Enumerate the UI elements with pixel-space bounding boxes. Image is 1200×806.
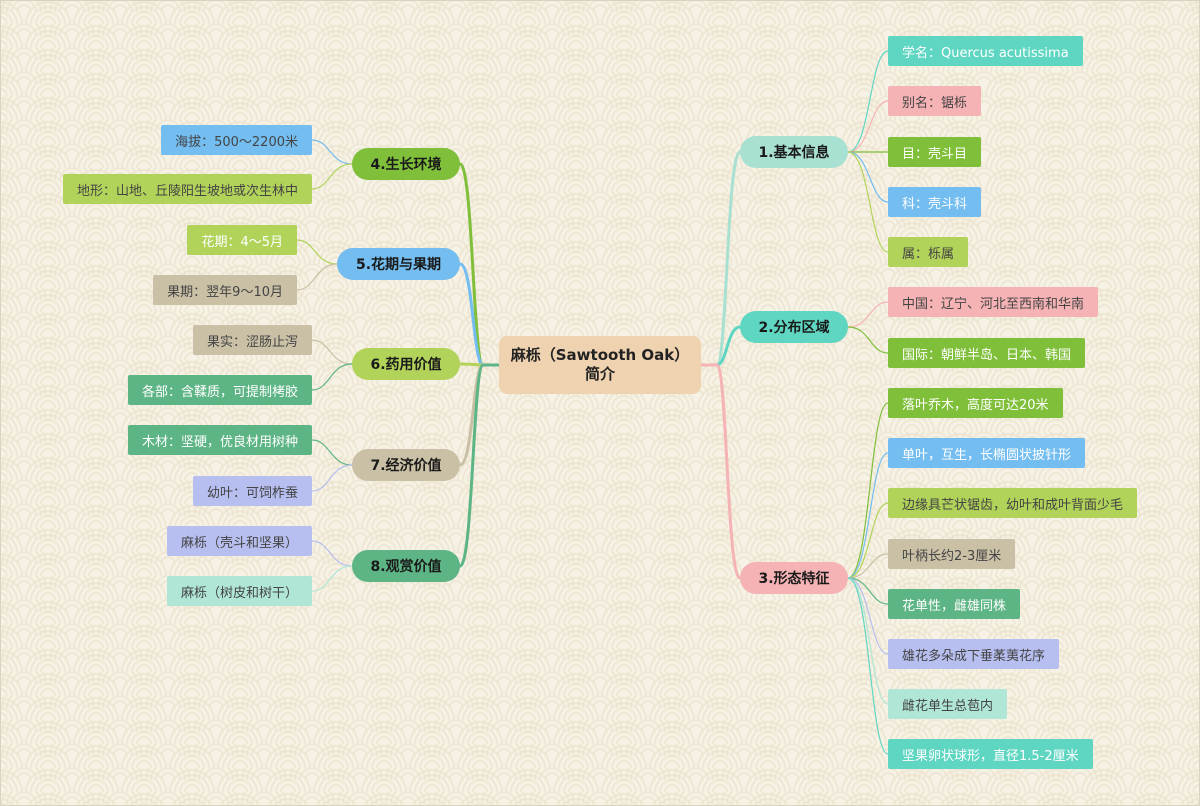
center-topic-title: 麻栎（Sawtooth Oak） (510, 346, 690, 364)
leaf-text: 花单性，雌雄同株 (902, 598, 1007, 614)
leaf-text: 国际：朝鲜半岛、日本、韩国 (902, 347, 1072, 363)
branch-label: 7.经济价值 (370, 458, 442, 474)
leaf-text: 落叶乔木，高度可达20米 (902, 397, 1049, 413)
leaf-ornamental-cupule[interactable]: 麻栎（壳斗和坚果） (166, 526, 312, 556)
branch-medicinal-value[interactable]: 6.药用价值 (352, 348, 460, 380)
leaf-text: 属：栎属 (902, 246, 955, 262)
leaf-family[interactable]: 科：壳斗科 (888, 187, 982, 217)
branch-label: 4.生长环境 (370, 157, 442, 173)
leaf-fruiting-period[interactable]: 果期：翌年9～10月 (153, 275, 297, 305)
branch-label: 3.形态特征 (758, 571, 830, 587)
leaf-text: 叶柄长约2-3厘米 (902, 548, 1002, 564)
leaf-young-leaves[interactable]: 幼叶：可饲柞蚕 (192, 476, 312, 506)
branch-label: 6.药用价值 (370, 357, 442, 373)
branch-flowering-fruiting[interactable]: 5.花期与果期 (337, 248, 460, 280)
leaf-medicinal-fruit[interactable]: 果实：涩肠止泻 (192, 325, 312, 355)
leaf-ornamental-bark[interactable]: 麻栎（树皮和树干） (166, 576, 312, 606)
leaf-order[interactable]: 目：壳斗目 (888, 137, 982, 167)
branch-economic-value[interactable]: 7.经济价值 (352, 449, 460, 481)
connector-line (296, 239, 338, 265)
leaf-text: 中国：辽宁、河北至西南和华南 (902, 296, 1085, 312)
branch-morphology[interactable]: 3.形态特征 (740, 562, 848, 594)
connector-line (847, 100, 889, 153)
connector-line (847, 577, 889, 705)
leaf-text: 麻栎（树皮和树干） (180, 585, 298, 601)
leaf-text: 木材：坚硬，优良材用树种 (141, 434, 298, 450)
leaf-terrain[interactable]: 地形：山地、丘陵阳生坡地或次生林中 (62, 174, 312, 204)
leaf-text: 科：壳斗科 (902, 196, 968, 212)
leaf-alias[interactable]: 别名：锯栎 (888, 86, 982, 116)
leaf-scientific-name[interactable]: 学名：Quercus acutissima (888, 36, 1083, 66)
branch-label: 5.花期与果期 (355, 257, 442, 273)
leaf-text: 地形：山地、丘陵阳生坡地或次生林中 (76, 183, 298, 199)
leaf-text: 各部：含鞣质，可提制栲胶 (141, 384, 298, 400)
connector-line (311, 439, 353, 466)
leaf-international-distribution[interactable]: 国际：朝鲜半岛、日本、韩国 (888, 338, 1086, 368)
leaf-china-distribution[interactable]: 中国：辽宁、河北至西南和华南 (888, 287, 1099, 317)
connector-line (847, 151, 889, 203)
branch-ornamental-value[interactable]: 8.观赏价值 (352, 550, 460, 582)
branch-label: 2.分布区域 (758, 320, 830, 336)
connector-line (311, 464, 353, 492)
leaf-morphology-leaf[interactable]: 单叶，互生，长椭圆状披针形 (888, 438, 1086, 468)
leaf-text: 雄花多朵成下垂葇荑花序 (902, 648, 1046, 664)
connector-line (847, 452, 889, 579)
leaf-text: 花期：4～5月 (201, 234, 283, 250)
branch-distribution[interactable]: 2.分布区域 (740, 311, 848, 343)
connector-line (847, 553, 889, 579)
connector-line (311, 363, 353, 391)
branch-basic-info[interactable]: 1.基本信息 (740, 136, 848, 168)
leaf-text: 果实：涩肠止泻 (206, 334, 298, 350)
leaf-morphology-tree[interactable]: 落叶乔木，高度可达20米 (888, 388, 1063, 418)
leaf-morphology-nut[interactable]: 坚果卵状球形，直径1.5-2厘米 (888, 739, 1093, 769)
leaf-timber[interactable]: 木材：坚硬，优良材用树种 (127, 425, 312, 455)
leaf-text: 边缘具芒状锯齿，幼叶和成叶背面少毛 (902, 497, 1124, 513)
leaf-morphology-petiole[interactable]: 叶柄长约2-3厘米 (888, 539, 1016, 569)
connector-line (311, 565, 353, 592)
connector-line (847, 577, 889, 655)
connector-line (458, 162, 501, 367)
leaf-medicinal-parts[interactable]: 各部：含鞣质，可提制栲胶 (127, 375, 312, 405)
leaf-text: 学名：Quercus acutissima (902, 45, 1069, 61)
connector-line (311, 339, 353, 365)
connector-line (847, 502, 889, 579)
center-topic-subtitle: 简介 (584, 365, 615, 383)
leaf-text: 单叶，互生，长椭圆状披针形 (902, 447, 1072, 463)
connector-line (847, 577, 889, 755)
connector-line (296, 263, 338, 291)
leaf-altitude[interactable]: 海拔：500～2200米 (161, 125, 312, 155)
leaf-text: 雌花单生总苞内 (902, 698, 994, 714)
connector-line (847, 326, 889, 354)
connector-line (311, 540, 353, 567)
leaf-flowering-period[interactable]: 花期：4～5月 (187, 225, 297, 255)
leaf-text: 别名：锯栎 (902, 95, 968, 111)
branch-label: 8.观赏价值 (370, 559, 442, 575)
branch-label: 1.基本信息 (758, 145, 830, 161)
connector-line (847, 151, 889, 253)
leaf-text: 果期：翌年9～10月 (167, 284, 283, 300)
connector-line (847, 301, 889, 328)
leaf-text: 目：壳斗目 (902, 146, 968, 162)
leaf-genus[interactable]: 属：栎属 (888, 237, 969, 267)
connector-line (847, 50, 889, 153)
connector-line (699, 150, 742, 367)
center-topic[interactable]: 麻栎（Sawtooth Oak） 简介 (499, 336, 701, 394)
leaf-text: 麻栎（壳斗和坚果） (180, 535, 298, 551)
leaf-morphology-flower[interactable]: 花单性，雌雄同株 (888, 589, 1021, 619)
connector-line (311, 139, 353, 165)
connector-line (847, 402, 889, 579)
leaf-text: 海拔：500～2200米 (175, 134, 298, 150)
connector-line (699, 363, 742, 580)
connector-line (458, 363, 501, 568)
connector-line (311, 163, 353, 190)
leaf-morphology-female-flower[interactable]: 雌花单生总苞内 (888, 689, 1008, 719)
leaf-morphology-male-flower[interactable]: 雄花多朵成下垂葇荑花序 (888, 639, 1060, 669)
connector-line (847, 577, 889, 605)
leaf-morphology-margin[interactable]: 边缘具芒状锯齿，幼叶和成叶背面少毛 (888, 488, 1138, 518)
leaf-text: 幼叶：可饲柞蚕 (206, 485, 298, 501)
leaf-text: 坚果卵状球形，直径1.5-2厘米 (902, 748, 1079, 764)
branch-habitat[interactable]: 4.生长环境 (352, 148, 460, 180)
